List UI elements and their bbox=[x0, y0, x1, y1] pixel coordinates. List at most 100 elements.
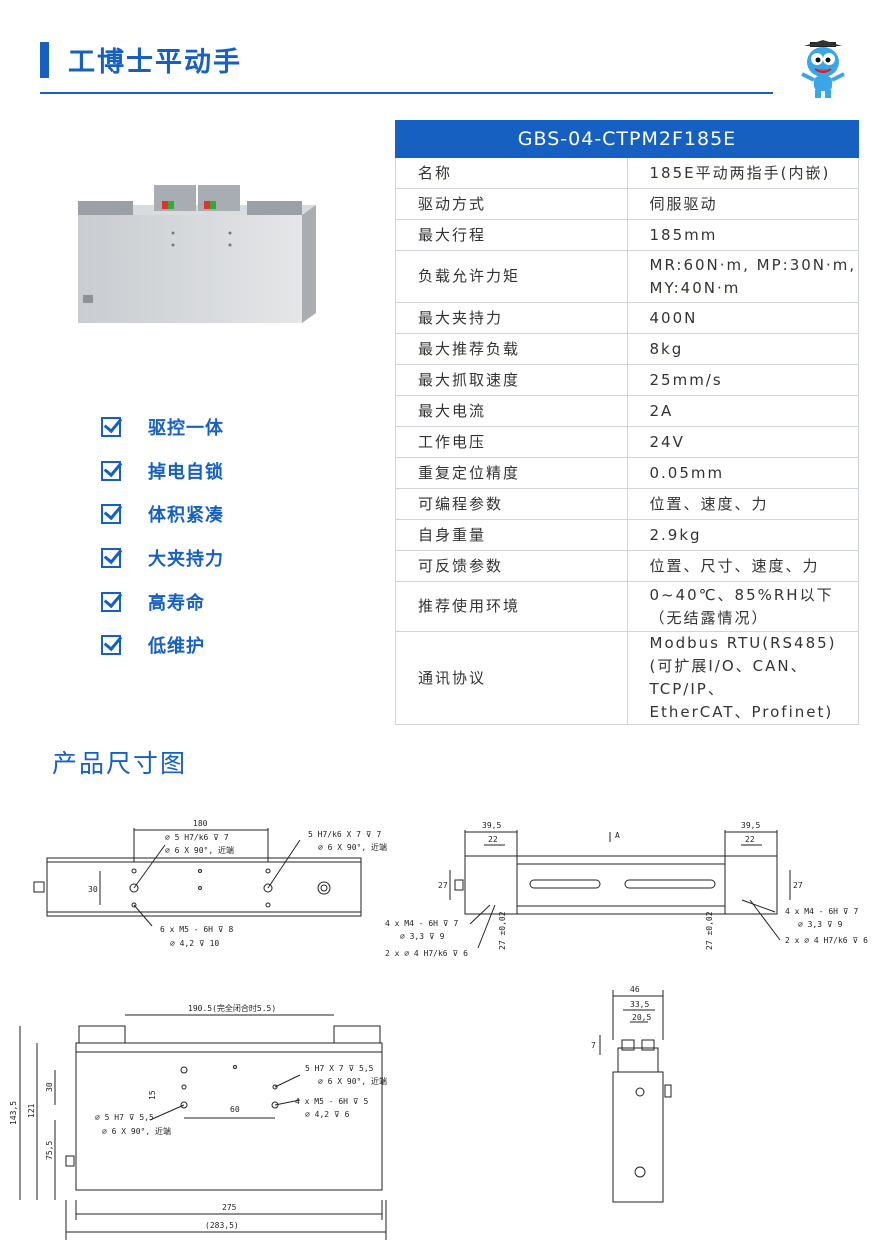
spec-row: 驱动方式伺服驱动 bbox=[395, 188, 859, 220]
dimension-drawings: 180 ⌀ 5 H7/k6 ⊽ 7 ⌀ 6 X 90°, 近端 5 H7/k6 … bbox=[9, 819, 868, 1240]
thread-note: ⌀ 4,2 ⊽ 6 bbox=[305, 1110, 350, 1119]
dim-label: 27 ±0,02 bbox=[705, 911, 714, 950]
dim-label: 22 bbox=[488, 835, 498, 844]
dim-label: 190.5(完全闭合时5.5) bbox=[188, 1003, 276, 1013]
title-accent-bar bbox=[40, 42, 49, 78]
dimension-section-title: 产品尺寸图 bbox=[52, 749, 188, 778]
spec-value: 0.05mm bbox=[626, 457, 859, 489]
spec-key: 自身重量 bbox=[395, 519, 628, 551]
dim-label: 60 bbox=[230, 1105, 240, 1114]
mascot-logo bbox=[801, 40, 845, 98]
checkbox-icon bbox=[101, 635, 121, 655]
spec-key: 负载允许力矩 bbox=[395, 250, 628, 303]
spec-value: 位置、尺寸、速度、力 bbox=[626, 550, 859, 582]
spec-key: 推荐使用环境 bbox=[395, 581, 628, 632]
thread-note: ⌀ 4,2 ⊽ 10 bbox=[170, 939, 219, 948]
dim-label: 39,5 bbox=[741, 821, 760, 830]
spec-key: 最大电流 bbox=[395, 395, 628, 427]
dim-label: 33,5 bbox=[630, 1000, 649, 1009]
spec-key: 最大行程 bbox=[395, 219, 628, 251]
thread-note: 2 x ⌀ 4 H7/k6 ⊽ 6 bbox=[785, 936, 868, 945]
spec-key: 最大抓取速度 bbox=[395, 364, 628, 396]
title-divider bbox=[40, 92, 773, 94]
spec-value: 2.9kg bbox=[626, 519, 859, 551]
spec-row: 可反馈参数位置、尺寸、速度、力 bbox=[395, 550, 859, 582]
thread-note: 4 x M4 - 6H ⊽ 7 bbox=[785, 907, 858, 916]
dim-label: 30 bbox=[88, 885, 98, 894]
hole-note: ⌀ 5 H7/k6 ⊽ 7 bbox=[165, 833, 229, 842]
hole-note: ⌀ 6 X 90°, 近端 bbox=[165, 845, 234, 855]
hole-note: ⌀ 5 H7 ⊽ 5,5 bbox=[95, 1113, 154, 1122]
thread-note: ⌀ 3,3 ⊽ 9 bbox=[400, 932, 445, 941]
dim-label: 22 bbox=[745, 835, 755, 844]
feature-item: 掉电自锁 bbox=[101, 458, 224, 484]
thread-note: 4 x M5 - 6H ⊽ 5 bbox=[295, 1097, 368, 1106]
feature-item: 低维护 bbox=[101, 632, 205, 658]
spec-key: 名称 bbox=[395, 157, 628, 189]
product-image bbox=[78, 185, 316, 323]
spec-key: 驱动方式 bbox=[395, 188, 628, 220]
dim-label: 180 bbox=[193, 819, 208, 828]
spec-key: 最大夹持力 bbox=[395, 302, 628, 334]
dim-label: 27 bbox=[438, 881, 448, 890]
hole-note: 5 H7/k6 X 7 ⊽ 7 bbox=[308, 830, 381, 839]
dim-label: 75,5 bbox=[45, 1141, 54, 1160]
dim-label: 20,5 bbox=[632, 1013, 651, 1022]
spec-value: 185E平动两指手(内嵌) bbox=[626, 157, 859, 189]
thread-note: 2 x ⌀ 4 H7/k6 ⊽ 6 bbox=[385, 949, 468, 958]
spec-value: 24V bbox=[626, 426, 859, 458]
hole-note: ⌀ 6 X 90°, 近端 bbox=[102, 1126, 171, 1136]
spec-value: 400N bbox=[626, 302, 859, 334]
spec-model-header: GBS-04-CTPM2F185E bbox=[395, 120, 859, 158]
feature-item: 体积紧凑 bbox=[101, 501, 224, 527]
thread-note: 4 x M4 - 6H ⊽ 7 bbox=[385, 919, 458, 928]
view-arrow-label: A bbox=[615, 831, 620, 840]
hole-note: ⌀ 6 X 90°, 近端 bbox=[318, 842, 387, 852]
hole-note: 5 H7 X 7 ⊽ 5,5 bbox=[305, 1064, 374, 1073]
checkbox-icon bbox=[101, 548, 121, 568]
dim-label: 39,5 bbox=[482, 821, 501, 830]
spec-value: 0~40℃、85%RH以下（无结露情况） bbox=[626, 581, 859, 632]
spec-value: 位置、速度、力 bbox=[626, 488, 859, 520]
spec-key: 最大推荐负载 bbox=[395, 333, 628, 365]
checkbox-icon bbox=[101, 417, 121, 437]
dim-label: (283,5) bbox=[205, 1221, 239, 1230]
spec-key: 重复定位精度 bbox=[395, 457, 628, 489]
dim-label: 121 bbox=[27, 1103, 36, 1118]
hole-note: ⌀ 6 X 90°, 近端 bbox=[318, 1076, 387, 1086]
spec-value: 25mm/s bbox=[626, 364, 859, 396]
checkbox-icon bbox=[101, 592, 121, 612]
page-title: 工博士平动手 bbox=[68, 47, 242, 78]
spec-value: 185mm bbox=[626, 219, 859, 251]
spec-key: 工作电压 bbox=[395, 426, 628, 458]
dim-label: 27 ±0,02 bbox=[498, 911, 507, 950]
thread-note: ⌀ 3,3 ⊽ 9 bbox=[798, 920, 843, 929]
dim-label: 7 bbox=[591, 1041, 596, 1050]
feature-item: 高寿命 bbox=[101, 589, 205, 615]
checkbox-icon bbox=[101, 504, 121, 524]
feature-item: 驱控一体 bbox=[101, 414, 224, 440]
spec-value: 2A bbox=[626, 395, 859, 427]
spec-key: 可反馈参数 bbox=[395, 550, 628, 582]
spec-value: MR:60N·m, MP:30N·m,MY:40N·m bbox=[626, 250, 859, 303]
spec-key: 可编程参数 bbox=[395, 488, 628, 520]
spec-value: 伺服驱动 bbox=[626, 188, 859, 220]
spec-key: 通讯协议 bbox=[395, 631, 628, 725]
thread-note: 6 x M5 - 6H ⊽ 8 bbox=[160, 925, 233, 934]
checkbox-icon bbox=[101, 461, 121, 481]
dim-label: 15 bbox=[148, 1090, 157, 1100]
dim-label: 275 bbox=[222, 1203, 237, 1212]
